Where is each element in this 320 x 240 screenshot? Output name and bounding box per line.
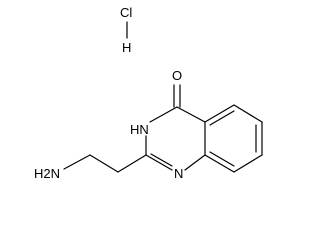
bond-c4a-c5-inner (209, 110, 235, 126)
bond-ethyl-ch2 (89, 154, 119, 173)
ring-nh-label: HN (130, 122, 149, 137)
bond-n1-c8a (184, 154, 206, 171)
bond-c2-ethyl (117, 154, 147, 173)
bond-c4-n3 (149, 106, 178, 123)
bond-c4a-c5 (204, 104, 235, 123)
chemical-structure-drawing: Cl H O HN N H2N (34, 5, 263, 181)
bond-ch2-amine (63, 154, 91, 170)
salt-hydrogen-label: H (122, 40, 131, 55)
bond-c5-c6 (233, 104, 263, 123)
bond-c2-n1-inner (150, 153, 173, 167)
bond-c2-n1-double (145, 154, 173, 171)
carbonyl-oxygen-label: O (172, 68, 182, 83)
salt-chlorine-label: Cl (120, 5, 132, 20)
ring-n-label: N (174, 166, 183, 181)
amine-label: H2N (34, 166, 60, 181)
bond-c8-c8a (204, 154, 235, 173)
bond-c8-c8a-inner (209, 151, 235, 167)
bond-c4a-c4 (176, 106, 206, 123)
bond-c7-c8 (233, 154, 263, 173)
